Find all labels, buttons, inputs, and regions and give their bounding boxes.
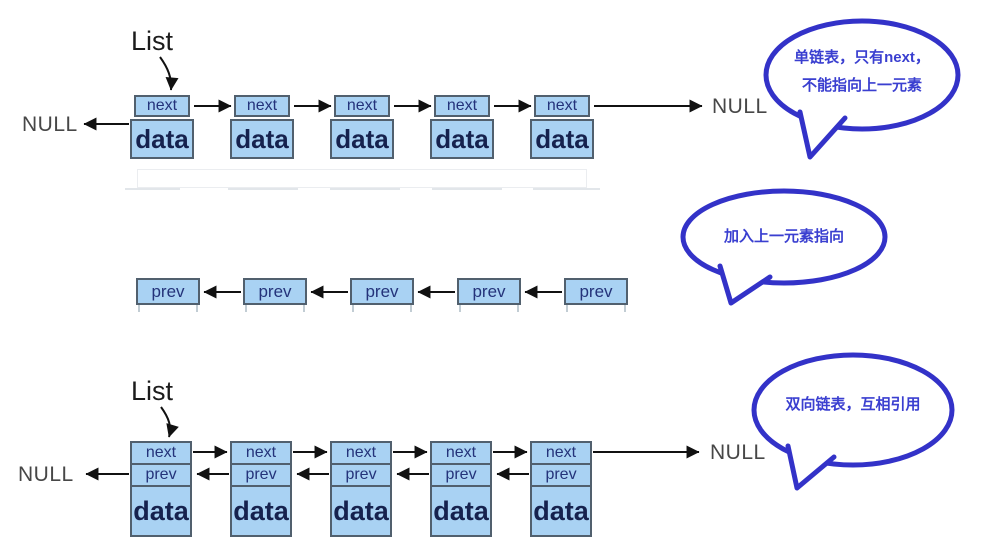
next-field: next — [432, 443, 490, 465]
top-list-arrows — [83, 56, 703, 131]
erased-row-artifact — [137, 169, 587, 188]
data-field: data — [130, 119, 194, 159]
null-label-right: NULL — [710, 441, 766, 464]
next-field: next — [334, 95, 390, 117]
next-field: next — [132, 443, 190, 465]
speech-bubble-middle — [680, 188, 888, 306]
next-field: next — [234, 95, 290, 117]
prev-field: prev — [350, 278, 414, 305]
prev-field: prev — [232, 465, 290, 487]
list-pointer-arrow — [160, 406, 179, 438]
prev-field: prev — [564, 278, 628, 305]
bubble-line: 加入上一元素指向 — [723, 228, 844, 245]
prev-field: prev — [532, 465, 590, 487]
null-label-left: NULL — [22, 113, 78, 136]
list-pointer-arrow — [159, 56, 179, 91]
speech-bubble-top — [763, 18, 961, 160]
list-pointer-label: List — [131, 376, 174, 406]
prev-field: prev — [136, 278, 200, 305]
bottom-list-arrows — [85, 406, 700, 481]
null-label-right: NULL — [712, 95, 768, 118]
bubble-text-middle: 加入上一元素指向 — [689, 223, 879, 251]
speech-bubble-bottom — [751, 352, 955, 491]
bubble-text-bottom: 双向链表，互相引用 — [758, 391, 948, 419]
data-field: data — [530, 119, 594, 159]
next-field: next — [232, 443, 290, 465]
prev-field: prev — [432, 465, 490, 487]
bubble-line: 不能指向上一元素 — [801, 77, 922, 94]
bottom-node: next prev data — [330, 441, 392, 537]
bubble-line: 单链表，只有next， — [794, 49, 930, 66]
middle-row-tick-artifacts — [138, 305, 626, 312]
bottom-node: next prev data — [530, 441, 592, 537]
bottom-node: next prev data — [230, 441, 292, 537]
data-field: data — [533, 495, 589, 526]
bubble-line: 双向链表，互相引用 — [785, 396, 921, 413]
data-field: data — [433, 495, 489, 526]
data-field: data — [330, 119, 394, 159]
data-field: data — [333, 495, 389, 526]
data-field: data — [233, 495, 289, 526]
next-field: next — [134, 95, 190, 117]
prev-field: prev — [243, 278, 307, 305]
data-field: data — [230, 119, 294, 159]
next-field: next — [532, 443, 590, 465]
list-pointer-label: List — [131, 26, 174, 56]
bottom-node: next prev data — [430, 441, 492, 537]
data-field: data — [430, 119, 494, 159]
next-field: next — [332, 443, 390, 465]
next-field: next — [434, 95, 490, 117]
data-field: data — [133, 495, 189, 526]
prev-field: prev — [457, 278, 521, 305]
prev-field: prev — [332, 465, 390, 487]
null-label-left: NULL — [18, 463, 74, 486]
bubble-text-top: 单链表，只有next， 不能指向上一元素 — [767, 44, 957, 100]
prev-field: prev — [132, 465, 190, 487]
next-field: next — [534, 95, 590, 117]
bottom-node: next prev data — [130, 441, 192, 537]
